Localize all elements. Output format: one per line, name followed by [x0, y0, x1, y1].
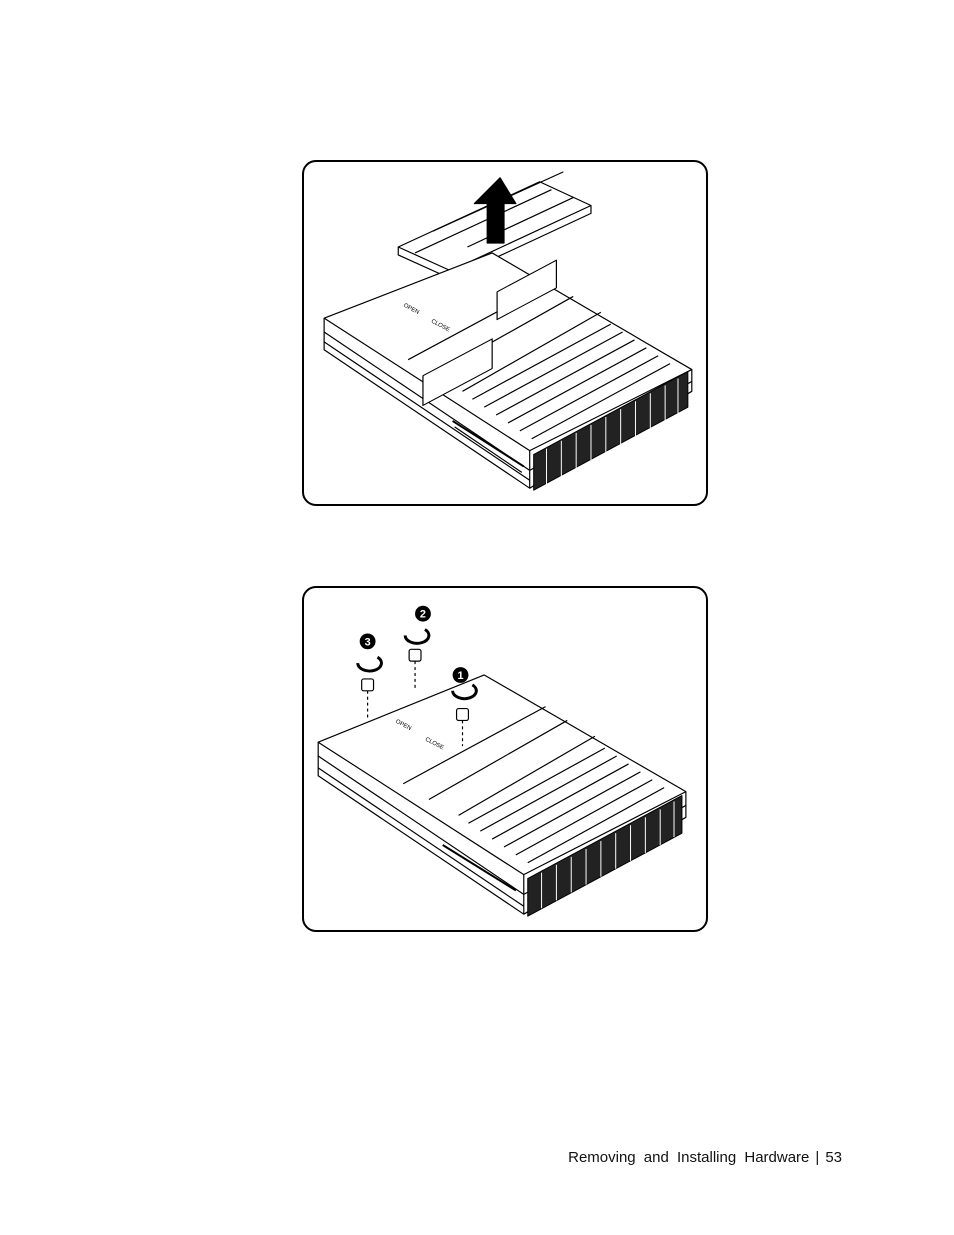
rotate-arrow-icons [356, 628, 478, 701]
drive-bays [533, 371, 689, 491]
screw-icons [361, 648, 470, 722]
footer-separator: | [815, 1149, 820, 1166]
airflow-slats [468, 747, 665, 864]
step-badges: 1 2 3 [359, 605, 469, 683]
step-number-1: 1 [457, 670, 463, 682]
page-footer: Removing and Installing Hardware | 53 [568, 1149, 842, 1166]
section-title: Removing and Installing Hardware [568, 1149, 810, 1166]
figure-remove-cover: OPEN CLOSE [302, 160, 708, 506]
airflow-slats [472, 323, 671, 440]
fan-modules [422, 259, 557, 407]
chassis-illustration-2: 1 2 3 OPEN CLOSE [317, 605, 687, 917]
step-number-3: 3 [365, 636, 371, 648]
step-number-2: 2 [420, 609, 426, 621]
chassis-illustration-1: OPEN CLOSE [323, 171, 693, 491]
figure-remove-screws: 1 2 3 OPEN CLOSE [302, 586, 708, 932]
lift-arrow-icon [473, 177, 517, 244]
drive-bays [527, 795, 683, 917]
page-number: 53 [825, 1149, 842, 1166]
screw-guide-lines [367, 661, 464, 747]
server-chassis [317, 674, 687, 915]
